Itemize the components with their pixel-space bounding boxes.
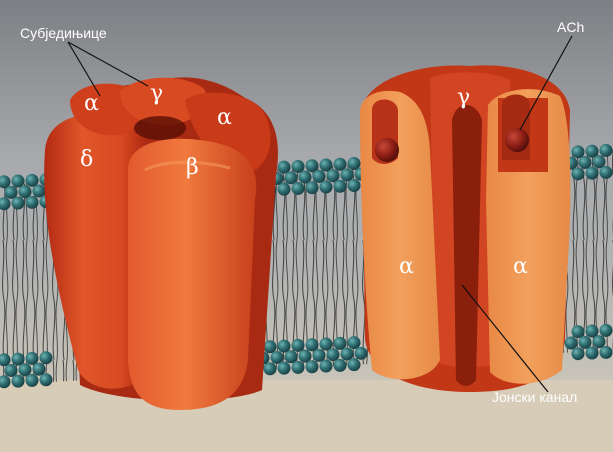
lipid-head	[586, 145, 599, 158]
lipid-head	[572, 167, 585, 180]
lipid-head	[600, 144, 613, 157]
lipid-head	[285, 171, 298, 184]
lipid-head	[341, 348, 354, 361]
lipid-head	[19, 185, 32, 198]
lipid-head	[313, 349, 326, 362]
cut-gamma-label: γ	[457, 85, 470, 110]
lipid-head	[40, 351, 53, 364]
lipid-head	[334, 337, 347, 350]
lipid-head	[565, 337, 578, 350]
lipid-head	[572, 347, 585, 360]
lipid-head	[348, 157, 361, 170]
lipid-head	[292, 160, 305, 173]
lipid-head	[26, 196, 39, 209]
lipid-head	[278, 183, 291, 196]
lipid-head	[271, 351, 284, 364]
lipid-head	[306, 159, 319, 172]
ion-channel-label: Јонски канал	[492, 389, 577, 405]
lipid-head	[327, 169, 340, 182]
lipid-head	[26, 352, 39, 365]
lipid-head	[600, 346, 613, 359]
lipid-head	[306, 360, 319, 373]
lipid-head	[264, 340, 277, 353]
lipid-head	[299, 350, 312, 363]
left-receptor	[44, 77, 278, 410]
subunit-alpha-label-left: α	[84, 91, 99, 116]
lipid-head	[26, 174, 39, 187]
lipid-head	[334, 180, 347, 193]
lipid-head	[586, 347, 599, 360]
lipid-head	[327, 348, 340, 361]
lipid-head	[19, 363, 32, 376]
lipid-head	[264, 362, 277, 375]
lipid-head	[320, 180, 333, 193]
lipid-head	[33, 184, 46, 197]
subunit-beta-label: β	[186, 155, 199, 180]
lipid-head	[12, 375, 25, 388]
lipid-head	[285, 350, 298, 363]
lipid-head	[593, 155, 606, 168]
lipid-head	[12, 175, 25, 188]
lipid-head	[320, 338, 333, 351]
cut-alpha-label-left: α	[399, 254, 414, 279]
lipid-head	[572, 325, 585, 338]
lipid-head	[600, 324, 613, 337]
lipid-head	[292, 361, 305, 374]
lipid-head	[593, 335, 606, 348]
lipid-head	[334, 359, 347, 372]
lipid-head	[348, 358, 361, 371]
lipid-head	[600, 166, 613, 179]
lipid-head	[572, 145, 585, 158]
subunit-delta-label: δ	[80, 147, 93, 172]
cut-alpha-label-right: α	[513, 254, 528, 279]
lipid-head	[586, 325, 599, 338]
lipid-head	[348, 179, 361, 192]
lipid-head	[278, 161, 291, 174]
lipid-head	[306, 181, 319, 194]
lipid-head	[278, 340, 291, 353]
lipid-head	[306, 338, 319, 351]
lipid-head	[334, 158, 347, 171]
lipid-head	[40, 373, 53, 386]
lipid-head	[278, 362, 291, 375]
lipid-head	[579, 156, 592, 169]
pore-opening	[134, 116, 186, 140]
lipid-head	[12, 197, 25, 210]
lipid-head	[12, 353, 25, 366]
lipid-head	[320, 360, 333, 373]
lipid-head	[33, 363, 46, 376]
lipid-head	[579, 336, 592, 349]
lipid-head	[292, 339, 305, 352]
lipid-head	[292, 182, 305, 195]
ach-label: ACh	[557, 19, 584, 35]
lipid-head	[348, 336, 361, 349]
subunit-alpha-label-right: α	[217, 105, 232, 130]
lipid-head	[341, 168, 354, 181]
lipid-head	[5, 186, 18, 199]
lipid-head	[313, 170, 326, 183]
lipid-head	[5, 364, 18, 377]
subunit-gamma-label: γ	[150, 81, 163, 106]
lipid-head	[586, 167, 599, 180]
lipid-head	[299, 171, 312, 184]
ach-molecule-right	[505, 128, 529, 152]
lipid-head	[26, 374, 39, 387]
lipid-head	[355, 347, 368, 360]
ach-molecule-left	[375, 138, 399, 162]
right-receptor	[360, 65, 570, 392]
lipid-head	[320, 158, 333, 171]
subunits-label: Субједињице	[20, 25, 107, 41]
